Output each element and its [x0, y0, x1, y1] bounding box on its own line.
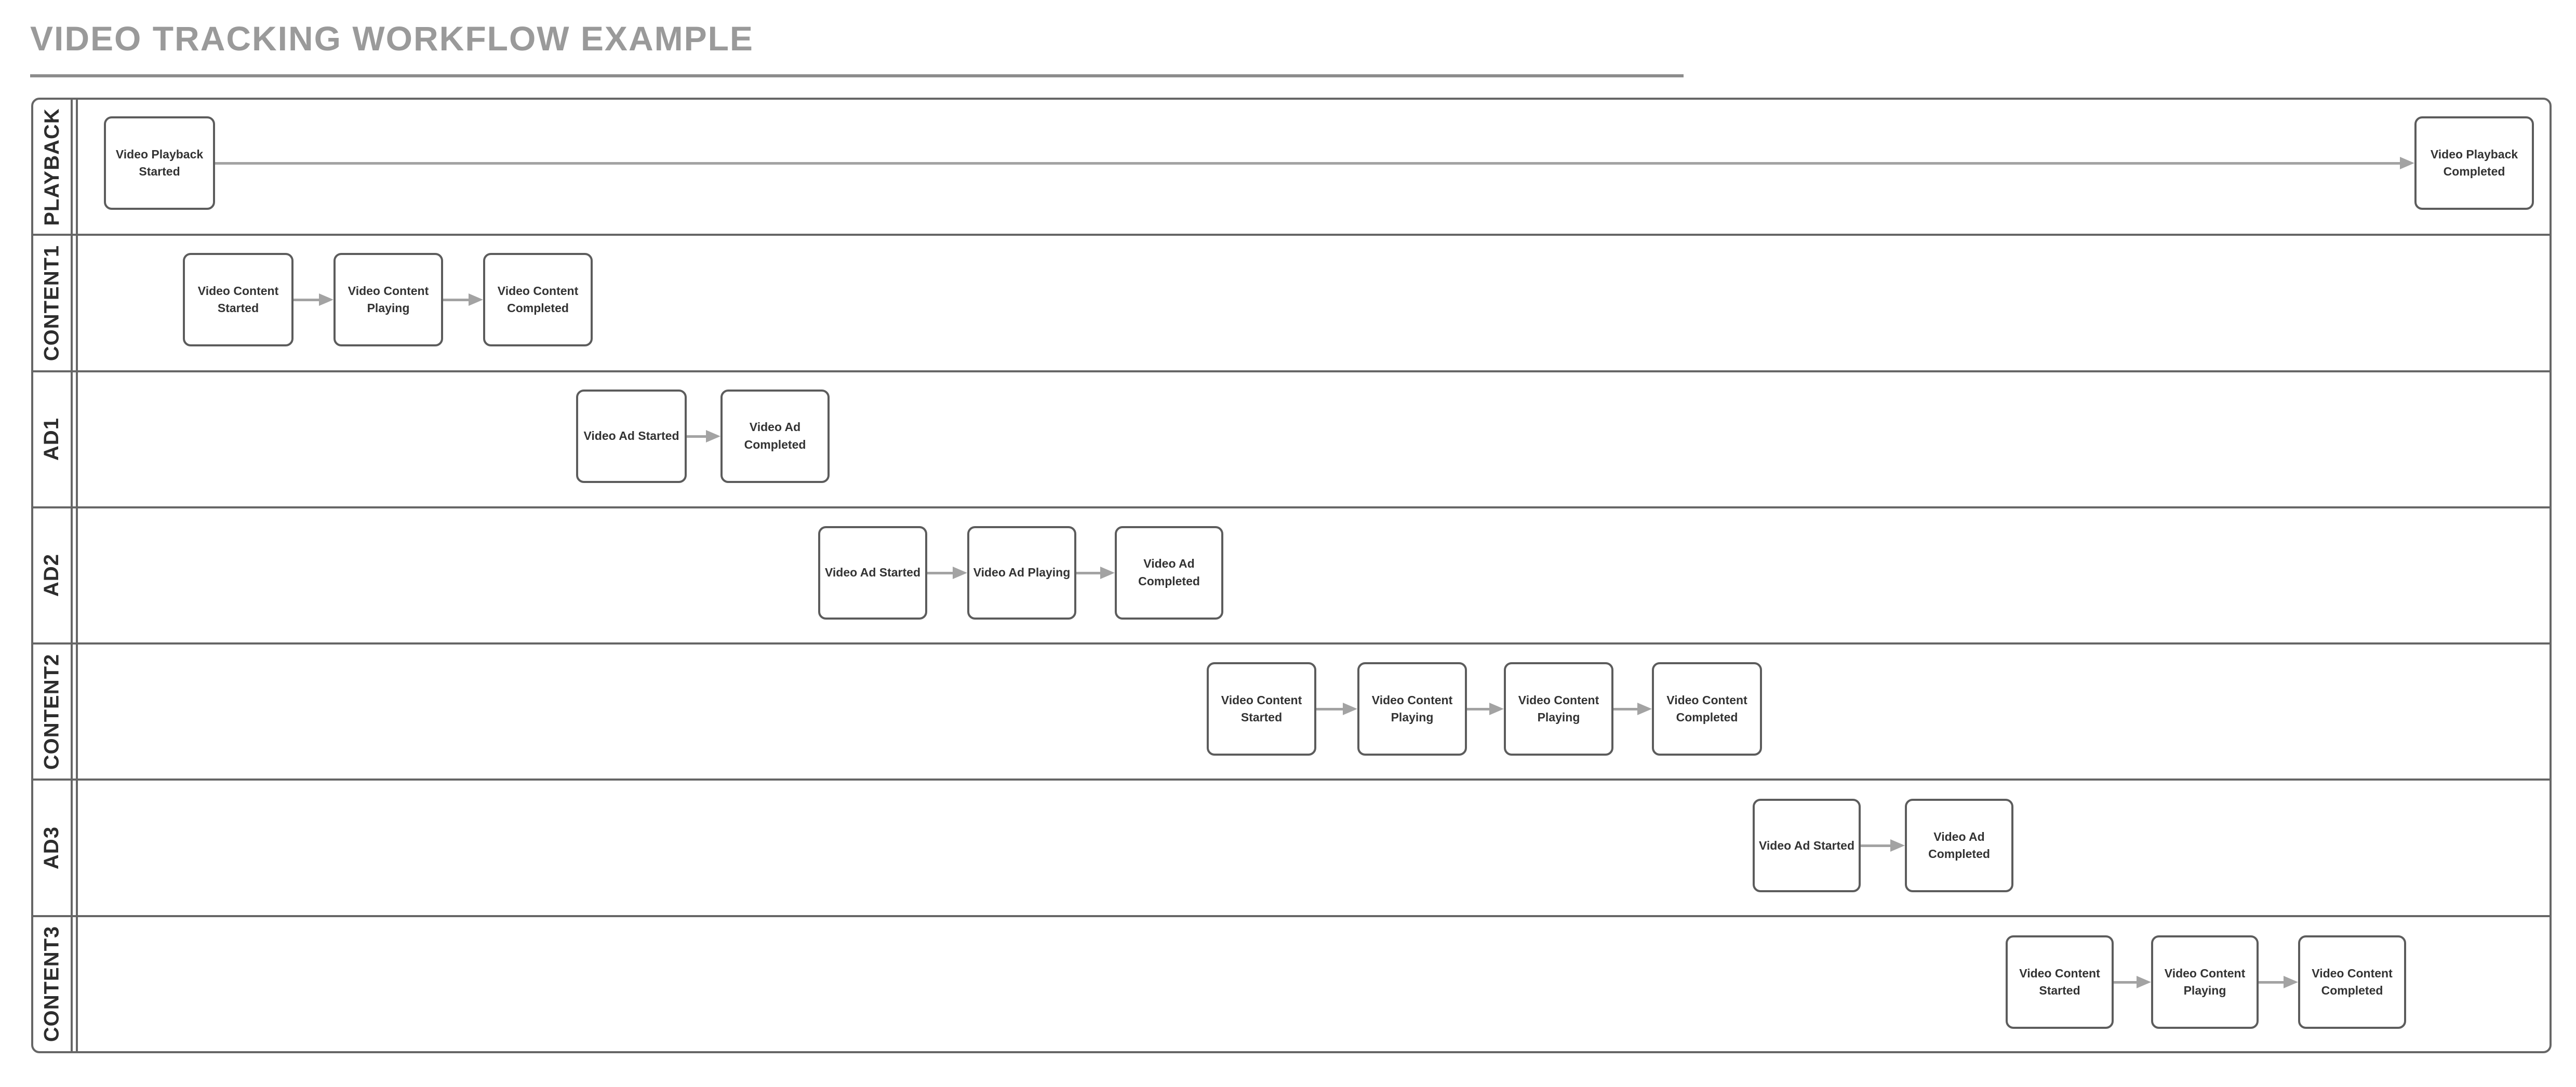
- swimlane-content1: CONTENT1: [33, 236, 2550, 372]
- lane-label-cell: AD2: [33, 508, 73, 643]
- title-underline: [30, 74, 1684, 77]
- workflow-node[interactable]: Video Ad Completed: [720, 389, 830, 483]
- page-title: VIDEO TRACKING WORKFLOW EXAMPLE: [30, 19, 754, 58]
- node-label: Video Playback Completed: [2430, 147, 2518, 178]
- node-label: Video Ad Completed: [744, 420, 806, 451]
- workflow-node[interactable]: Video Ad Started: [576, 389, 687, 483]
- swimlane-content3: CONTENT3: [33, 917, 2550, 1051]
- lane-label-cell: CONTENT2: [33, 645, 73, 779]
- workflow-node[interactable]: Video Content Started: [2006, 935, 2114, 1029]
- node-label: Video Ad Completed: [1138, 557, 1200, 588]
- workflow-node[interactable]: Video Playback Started: [104, 116, 215, 210]
- swimlane-pool: PLAYBACK CONTENT1 AD1 AD2 CONTEN: [31, 98, 2552, 1053]
- swimlane-content2: CONTENT2: [33, 645, 2550, 781]
- lane-label: CONTENT1: [40, 245, 63, 361]
- workflow-node[interactable]: Video Playback Completed: [2414, 116, 2534, 210]
- node-label: Video Ad Started: [1758, 838, 1855, 852]
- lane-body: [76, 508, 2550, 643]
- workflow-node[interactable]: Video Content Playing: [1504, 662, 1613, 756]
- lane-label-cell: PLAYBACK: [33, 100, 73, 234]
- workflow-node[interactable]: Video Ad Started: [1753, 799, 1861, 893]
- node-label: Video Content Playing: [1518, 693, 1599, 724]
- swimlane-ad1: AD1: [33, 372, 2550, 508]
- workflow-node[interactable]: Video Ad Completed: [1115, 526, 1223, 620]
- node-label: Video Ad Playing: [973, 565, 1071, 579]
- node-label: Video Ad Started: [583, 429, 679, 443]
- node-label: Video Content Completed: [2312, 966, 2393, 998]
- node-label: Video Content Started: [2019, 966, 2100, 998]
- workflow-node[interactable]: Video Content Completed: [1652, 662, 1762, 756]
- lane-label: AD1: [40, 418, 63, 461]
- workflow-node[interactable]: Video Content Playing: [1357, 662, 1467, 756]
- workflow-node[interactable]: Video Content Started: [1207, 662, 1316, 756]
- lane-body: [76, 372, 2550, 506]
- lane-body: [76, 781, 2550, 915]
- lane-body: [76, 236, 2550, 370]
- node-label: Video Ad Started: [824, 565, 921, 579]
- workflow-node[interactable]: Video Content Playing: [333, 252, 443, 346]
- lane-label-cell: AD1: [33, 372, 73, 506]
- workflow-node[interactable]: Video Content Completed: [2298, 935, 2406, 1029]
- lane-label: AD2: [40, 554, 63, 597]
- node-label: Video Content Completed: [497, 284, 579, 315]
- node-label: Video Content Started: [197, 284, 279, 315]
- node-label: Video Content Playing: [2164, 966, 2246, 998]
- node-label: Video Content Completed: [1666, 693, 1747, 724]
- node-label: Video Playback Started: [115, 147, 204, 178]
- swimlane-playback: PLAYBACK: [33, 100, 2550, 236]
- node-label: Video Content Playing: [1371, 693, 1453, 724]
- lane-label: PLAYBACK: [40, 108, 63, 226]
- lane-body: [76, 645, 2550, 779]
- workflow-node[interactable]: Video Content Started: [183, 252, 293, 346]
- lane-body: [76, 917, 2550, 1051]
- node-label: Video Content Started: [1221, 693, 1302, 724]
- workflow-node[interactable]: Video Ad Playing: [967, 526, 1076, 620]
- swimlane-ad2: AD2: [33, 508, 2550, 645]
- lane-label: CONTENT3: [40, 926, 63, 1042]
- swimlane-ad3: AD3: [33, 781, 2550, 917]
- node-label: Video Content Playing: [348, 284, 429, 315]
- lane-label: CONTENT2: [40, 653, 63, 770]
- lane-label-cell: AD3: [33, 781, 73, 915]
- workflow-node[interactable]: Video Ad Completed: [1905, 799, 2013, 893]
- workflow-node[interactable]: Video Ad Started: [818, 526, 927, 620]
- workflow-node[interactable]: Video Content Playing: [2151, 935, 2259, 1029]
- lane-label-cell: CONTENT1: [33, 236, 73, 370]
- lane-label-cell: CONTENT3: [33, 917, 73, 1051]
- lane-body: [76, 100, 2550, 234]
- workflow-node[interactable]: Video Content Completed: [483, 252, 593, 346]
- lane-label: AD3: [40, 826, 63, 870]
- node-label: Video Ad Completed: [1928, 829, 1990, 861]
